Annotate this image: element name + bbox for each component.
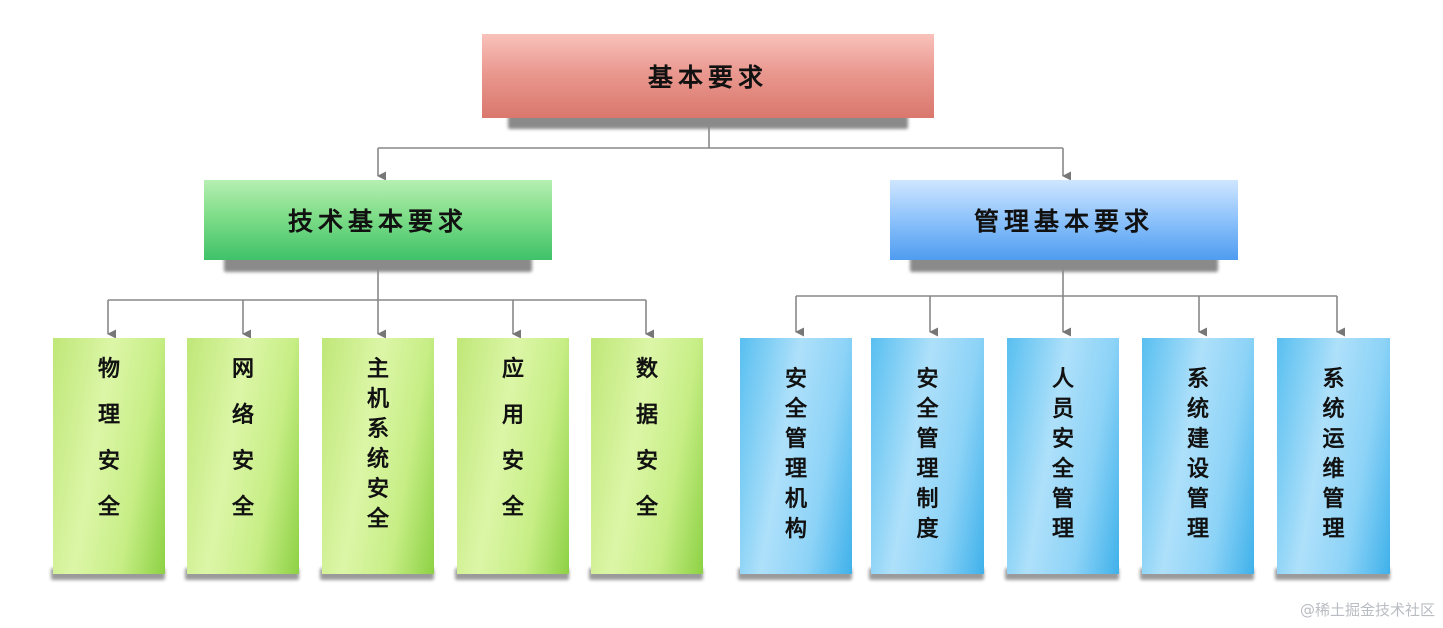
leaf-label-char: 安	[366, 476, 389, 502]
leaf-label-char: 安	[231, 448, 254, 474]
leaf-label-char: 全	[231, 494, 254, 520]
leaf-label: 网络安全	[187, 338, 299, 574]
leaf-label-char: 络	[231, 402, 254, 428]
leaf-label-char: 人	[1051, 366, 1074, 392]
leaf-label-char: 度	[916, 516, 939, 542]
leaf-label-char: 理	[784, 456, 807, 482]
leaf-personnel-security-management: 人员安全管理	[1005, 338, 1119, 580]
leaf-label: 安全管理机构	[740, 338, 852, 574]
leaf-label-char: 数	[635, 356, 658, 382]
leaf-label-char: 物	[97, 356, 120, 382]
root-node: 基本要求	[482, 34, 934, 129]
leaf-label-char: 安	[501, 448, 524, 474]
leaf-label-char: 全	[97, 494, 120, 520]
leaf-label-char: 网	[231, 356, 254, 382]
leaf-label: 物理安全	[53, 338, 165, 574]
leaf-label-char: 管	[916, 426, 939, 452]
root-node-label: 基本要求	[482, 34, 934, 118]
leaf-label-char: 构	[784, 516, 807, 542]
leaf-label-char: 统	[366, 446, 389, 472]
leaf-network-security: 网络安全	[185, 338, 299, 580]
leaf-label-char: 系	[1322, 366, 1345, 392]
leaf-label: 主机系统安全	[322, 338, 434, 574]
leaf-host-system-security: 主机系统安全	[320, 338, 434, 580]
leaf-label-char: 理	[1186, 516, 1209, 542]
leaf-label-char: 应	[501, 356, 524, 382]
leaf-label: 系统运维管理	[1277, 338, 1390, 574]
leaf-data-security: 数据安全	[589, 338, 703, 580]
leaf-label-char: 安	[1051, 426, 1074, 452]
leaf-label-char: 管	[1322, 486, 1345, 512]
management-requirements-label: 管理基本要求	[890, 180, 1238, 260]
leaf-label-char: 系	[1186, 366, 1209, 392]
leaf-label-char: 管	[784, 426, 807, 452]
leaf-label-char: 机	[366, 386, 389, 412]
leaf-label-char: 系	[366, 416, 389, 442]
leaf-label: 安全管理制度	[871, 338, 984, 574]
leaf-label-char: 安	[97, 448, 120, 474]
leaf-label-char: 维	[1322, 456, 1345, 482]
management-requirements-node: 管理基本要求	[890, 180, 1238, 272]
leaf-physical-security: 物理安全	[51, 338, 165, 580]
leaf-label-char: 理	[1322, 516, 1345, 542]
leaf-label-char: 统	[1322, 396, 1345, 422]
leaf-label-char: 全	[784, 396, 807, 422]
management-requirements-shadow	[910, 256, 1218, 272]
leaf-label-char: 安	[784, 366, 807, 392]
technical-requirements-node: 技术基本要求	[204, 180, 552, 272]
leaf-label-char: 全	[916, 396, 939, 422]
technical-requirements-shadow	[224, 256, 532, 272]
leaf-label-char: 制	[916, 486, 939, 512]
leaf-label: 人员安全管理	[1007, 338, 1119, 574]
leaf-label-char: 理	[916, 456, 939, 482]
leaf-security-management-policy: 安全管理制度	[869, 338, 984, 580]
leaf-label-char: 安	[635, 448, 658, 474]
leaf-system-construction-management: 系统建设管理	[1140, 338, 1254, 580]
watermark-text: @稀土掘金技术社区	[1299, 601, 1435, 619]
leaf-security-management-organization: 安全管理机构	[738, 338, 852, 580]
leaf-label-char: 机	[784, 486, 807, 512]
leaf-label-char: 员	[1051, 396, 1074, 422]
leaf-label-char: 运	[1322, 426, 1345, 452]
leaf-label: 数据安全	[591, 338, 703, 574]
leaf-label-char: 安	[916, 366, 939, 392]
leaf-label-char: 管	[1186, 486, 1209, 512]
leaf-label-char: 建	[1186, 426, 1209, 452]
leaf-label-char: 全	[501, 494, 524, 520]
leaf-label-char: 设	[1186, 456, 1209, 482]
leaf-label-char: 主	[366, 356, 389, 382]
leaf-application-security: 应用安全	[455, 338, 569, 580]
leaf-label-char: 统	[1186, 396, 1209, 422]
leaf-label-char: 据	[635, 402, 658, 428]
leaf-label-char: 全	[366, 506, 389, 532]
leaf-label-char: 全	[635, 494, 658, 520]
leaf-label-char: 全	[1051, 456, 1074, 482]
leaf-system-operations-management: 系统运维管理	[1275, 338, 1390, 580]
leaf-label-char: 管	[1051, 486, 1074, 512]
leaf-label-char: 用	[501, 402, 524, 428]
leaf-label: 应用安全	[457, 338, 569, 574]
leaf-label-char: 理	[1051, 516, 1074, 542]
leaf-label-char: 理	[97, 402, 120, 428]
leaf-label: 系统建设管理	[1142, 338, 1254, 574]
technical-requirements-label: 技术基本要求	[204, 180, 552, 260]
